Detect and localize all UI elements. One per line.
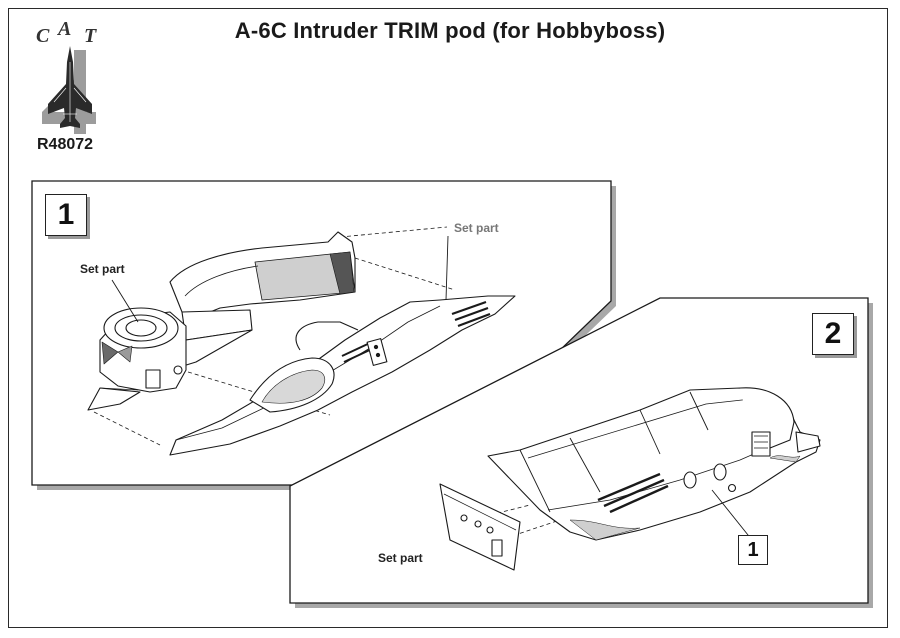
step-1-number: 1 <box>45 194 87 236</box>
page-frame <box>8 8 888 628</box>
step1-label-left: Set part <box>80 262 125 276</box>
product-code: R48072 <box>37 136 94 153</box>
step2-label-set-part: Set part <box>378 551 423 565</box>
step1-label-right: Set part <box>454 221 499 235</box>
svg-text:T: T <box>84 25 97 47</box>
cat4-logo: C A T <box>36 22 97 134</box>
svg-text:A: A <box>56 22 71 40</box>
step1-pod-assembly <box>87 226 516 456</box>
step-2-number: 2 <box>812 313 854 355</box>
page-title: A-6C Intruder TRIM pod (for Hobbyboss) <box>234 18 666 43</box>
step2-reference-number: 1 <box>738 535 768 565</box>
step2-pod-assembly <box>439 387 821 571</box>
svg-text:C: C <box>36 25 50 47</box>
